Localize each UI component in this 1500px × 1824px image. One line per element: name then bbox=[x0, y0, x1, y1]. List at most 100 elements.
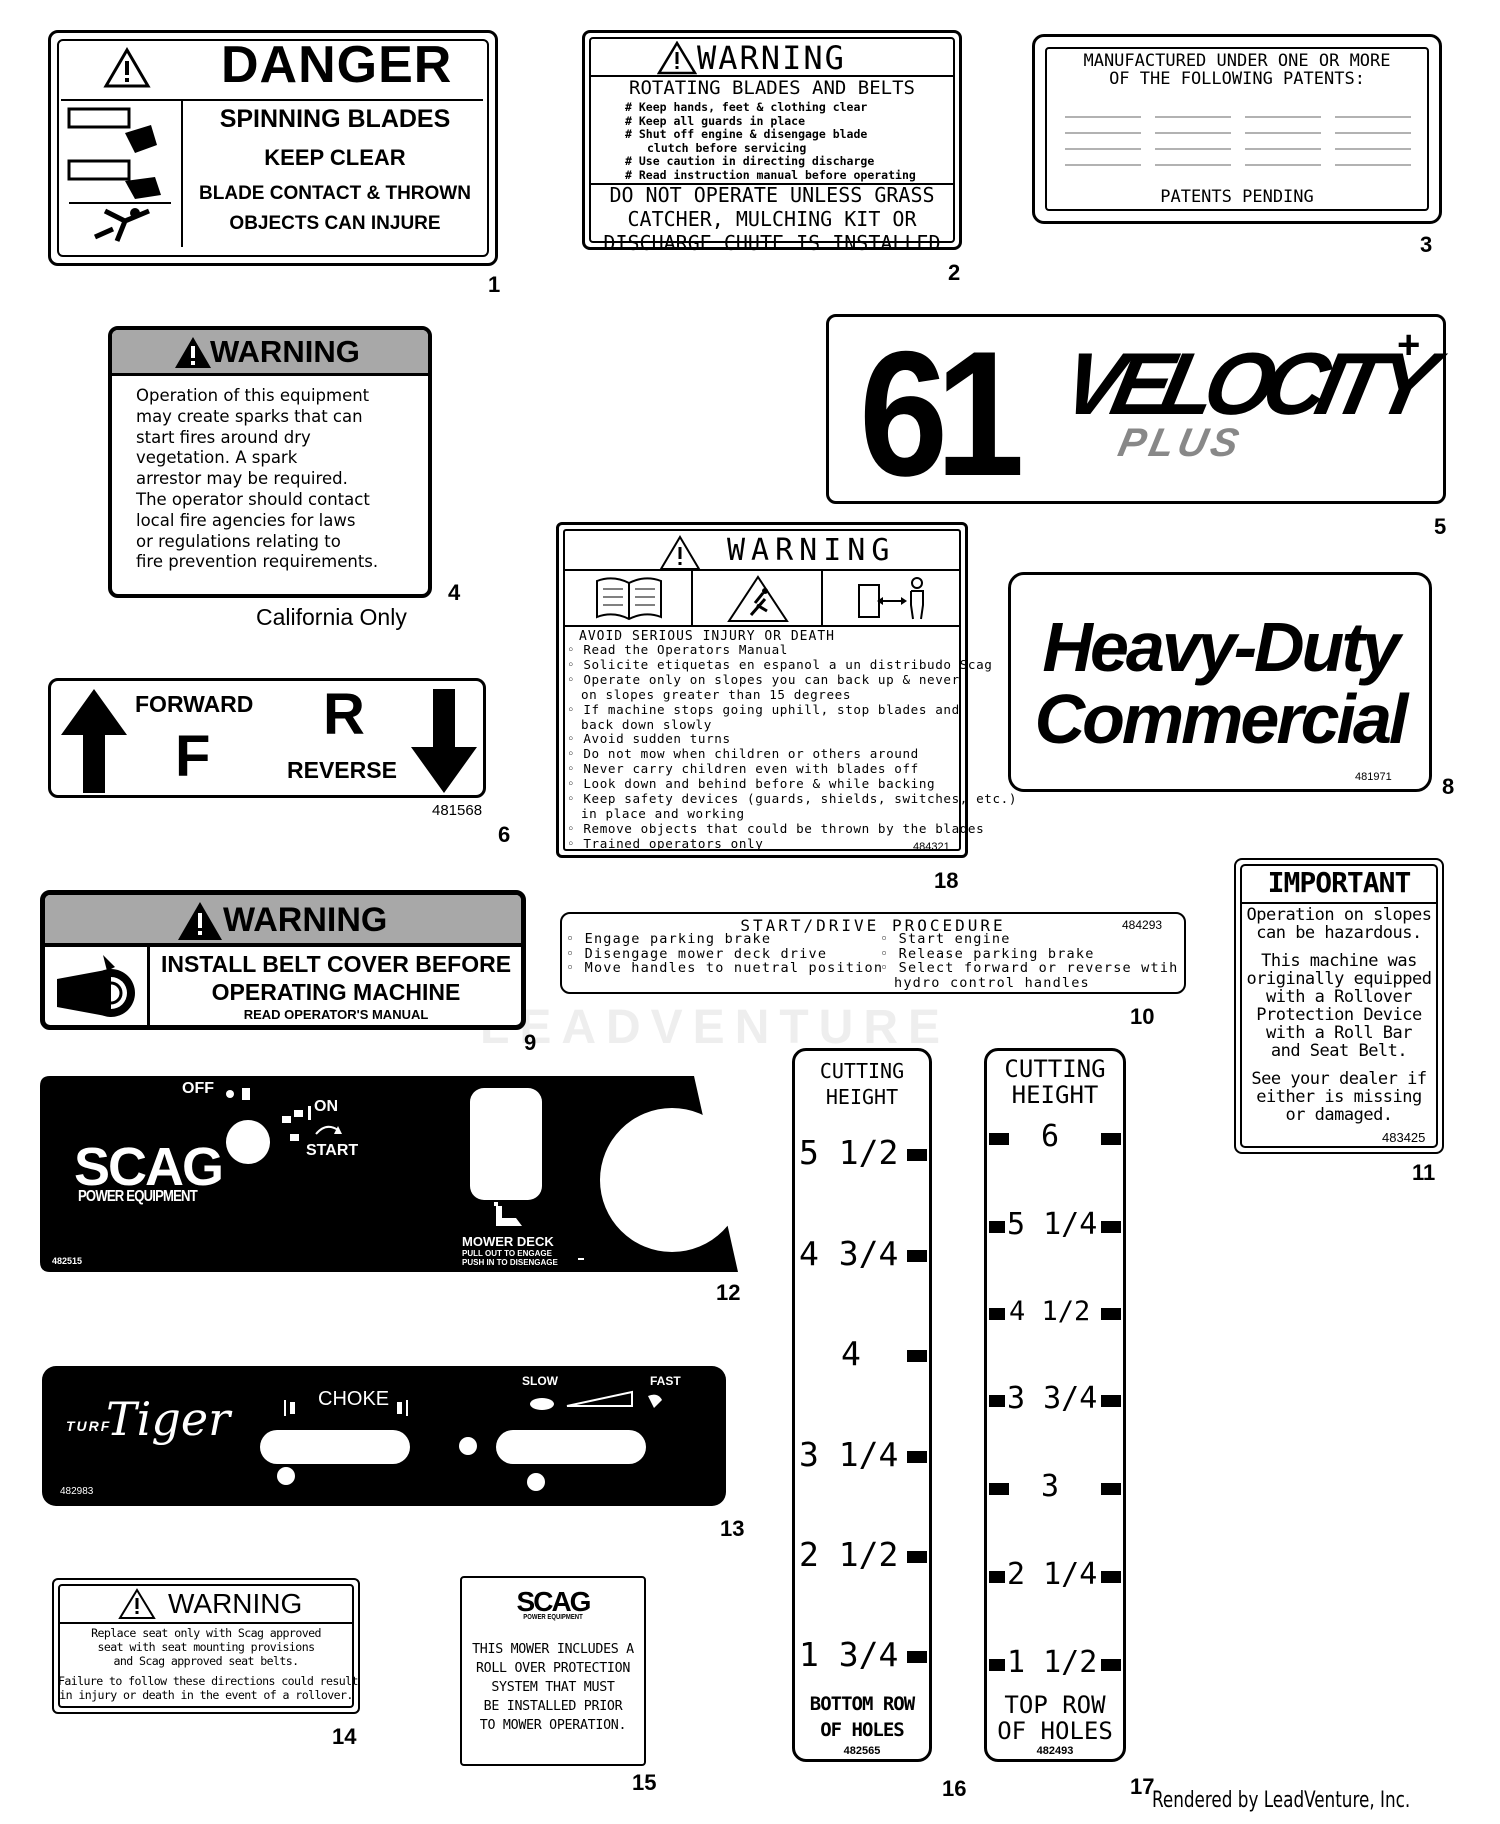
label-4-warning-spark: WARNING Operation of this equipment may … bbox=[108, 326, 432, 598]
text-line: Operation of this equipment bbox=[136, 386, 370, 405]
bullet: ◦ Solicite etiquetas en espanol a un dis… bbox=[567, 656, 993, 672]
watermark: LEADVENTURE bbox=[480, 1001, 951, 1054]
mower-deck-label: MOWER DECK bbox=[462, 1234, 554, 1249]
label-10-start-drive: START/DRIVE PROCEDURE 484293 ◦ Engage pa… bbox=[560, 912, 1186, 994]
callout-10: 10 bbox=[1130, 1004, 1155, 1029]
arrow-up-icon bbox=[61, 689, 127, 793]
bullet: ◦ Look down and behind before & while ba… bbox=[567, 776, 936, 792]
danger-header: DANGER bbox=[221, 36, 453, 94]
height-tick bbox=[1101, 1483, 1121, 1495]
text-line: either is missing bbox=[1256, 1087, 1422, 1107]
warning-triangle-icon bbox=[103, 47, 151, 88]
procedure-step: ◦ Move handles to nuetral position bbox=[566, 960, 884, 976]
blade-hand-icon bbox=[67, 107, 171, 242]
bullet: ◦ Remove objects that could be thrown by… bbox=[567, 820, 985, 836]
height-tick bbox=[907, 1350, 927, 1362]
callout-4: 4 bbox=[448, 580, 461, 605]
cutting-height-title: CUTTING bbox=[1004, 1055, 1106, 1083]
height-value: 4 3/4 bbox=[799, 1234, 899, 1273]
callout-2: 2 bbox=[948, 260, 961, 285]
label-13-turf-tiger-panel bbox=[42, 1366, 726, 1506]
danger-line-4: OBJECTS CAN INJURE bbox=[229, 213, 441, 234]
warning-footer-2: CATCHER, MULCHING KIT OR bbox=[627, 207, 917, 231]
bullet: ◦ Read the Operators Manual bbox=[567, 642, 788, 657]
warning-header: WARNING bbox=[697, 39, 846, 77]
height-value: 2 1/4 bbox=[1007, 1557, 1098, 1592]
label-16-cutting-height: CUTTING HEIGHT 5 1/2 4 3/4 4 3 1/4 2 1/2… bbox=[792, 1048, 932, 1762]
commercial-text: Commercial bbox=[1034, 680, 1409, 758]
tiger-logo: Tiger bbox=[106, 1392, 231, 1446]
height-tick bbox=[1101, 1308, 1121, 1320]
slow-label: SLOW bbox=[522, 1374, 558, 1388]
height-value: 4 bbox=[841, 1334, 861, 1373]
bullet: ◦ Never carry children even with blades … bbox=[567, 761, 919, 777]
important-header: IMPORTANT bbox=[1267, 866, 1412, 899]
height-tick bbox=[989, 1659, 1005, 1671]
cutting-height-title: CUTTING bbox=[819, 1059, 905, 1083]
height-value: 2 1/2 bbox=[799, 1535, 899, 1574]
text-line: originally equipped bbox=[1246, 969, 1432, 989]
text-line: vegetation. A spark bbox=[136, 448, 298, 468]
part-number: 482565 bbox=[843, 1745, 881, 1757]
height-tick bbox=[1101, 1221, 1121, 1233]
bullet: ◦ Avoid sudden turns bbox=[567, 731, 731, 747]
text-line: arrestor may be required. bbox=[136, 469, 348, 489]
callout-17: 17 bbox=[1130, 1774, 1155, 1799]
belt-hand-icon bbox=[57, 955, 135, 1017]
height-tick bbox=[907, 1551, 927, 1563]
label-1-danger: DANGER SPINNING BLADES KEEP CLEAR BLADE … bbox=[48, 30, 498, 266]
bullet: # Shut off engine & disengage blade bbox=[625, 127, 868, 141]
bullet: on slopes greater than 15 degrees bbox=[581, 686, 852, 702]
text-line: See your dealer if bbox=[1251, 1069, 1427, 1089]
bullet: ◦ If machine stops going uphill, stop bl… bbox=[567, 701, 960, 717]
procedure-step: ◦ Release parking brake bbox=[880, 945, 1095, 962]
callout-1: 1 bbox=[488, 272, 501, 297]
text-line: and Seat Belt. bbox=[1270, 1041, 1408, 1061]
brand-plus: PLUS bbox=[1114, 421, 1247, 465]
height-value: 1 3/4 bbox=[799, 1635, 899, 1674]
heavy-duty-text: Heavy-Duty bbox=[1042, 608, 1400, 686]
height-tick bbox=[1101, 1395, 1121, 1407]
part-number: 482515 bbox=[52, 1256, 83, 1266]
callout-16: 16 bbox=[942, 1776, 967, 1801]
warning-triangle-icon bbox=[657, 41, 697, 75]
footer-credit: Rendered by LeadVenture, Inc. bbox=[1152, 1788, 1411, 1813]
text-line: TO MOWER OPERATION. bbox=[479, 1718, 627, 1733]
text-line: or regulations relating to bbox=[136, 531, 341, 551]
bullet: clutch before servicing bbox=[647, 140, 807, 155]
height-value: 3 3/4 bbox=[1007, 1381, 1098, 1416]
part-number: 481568 bbox=[432, 802, 483, 819]
text-line: and Scag approved seat belts. bbox=[113, 1654, 299, 1668]
warning-subheader: ROTATING BLADES AND BELTS bbox=[629, 77, 915, 99]
label-9-belt-cover: WARNING INSTALL BELT COVER BEFORE OPERAT… bbox=[40, 890, 526, 1030]
callout-6: 6 bbox=[498, 822, 511, 847]
procedure-step: ◦ Disengage mower deck drive bbox=[566, 945, 828, 962]
label-2-warning: WARNING ROTATING BLADES AND BELTS # Keep… bbox=[582, 30, 962, 255]
warning-triangle-icon bbox=[118, 1588, 156, 1619]
bullet: in place and working bbox=[581, 805, 745, 821]
text-line: may create sparks that can bbox=[136, 406, 363, 426]
bullet: # Keep all guards in place bbox=[625, 113, 806, 128]
warning-triangle-icon bbox=[175, 337, 211, 368]
callout-8: 8 bbox=[1442, 774, 1455, 799]
part-number: 482493 bbox=[1036, 1745, 1074, 1757]
callout-9: 9 bbox=[524, 1030, 537, 1055]
height-tick bbox=[989, 1221, 1005, 1233]
part-number: 484321 bbox=[913, 841, 950, 853]
text-line: with a Rollover bbox=[1265, 987, 1413, 1007]
bullet: ◦ Trained operators only bbox=[567, 835, 764, 851]
brand-velocity: VELOCITY bbox=[1054, 334, 1436, 433]
row-label: BOTTOM ROW bbox=[809, 1693, 915, 1715]
reverse-label: REVERSE bbox=[287, 757, 397, 783]
height-tick bbox=[907, 1651, 927, 1663]
height-tick bbox=[907, 1250, 927, 1262]
part-number: 483425 bbox=[1382, 1130, 1426, 1145]
height-tick bbox=[907, 1149, 927, 1161]
belt-cover-line-2: OPERATING MACHINE bbox=[211, 979, 461, 1005]
height-tick bbox=[989, 1483, 1009, 1495]
text-line: The operator should contact bbox=[136, 489, 370, 509]
row-label: OF HOLES bbox=[820, 1719, 905, 1741]
height-value: 4 1/2 bbox=[1009, 1296, 1091, 1327]
text-line: Operation on slopes bbox=[1246, 905, 1432, 925]
slope-hazard-icon bbox=[727, 575, 789, 622]
